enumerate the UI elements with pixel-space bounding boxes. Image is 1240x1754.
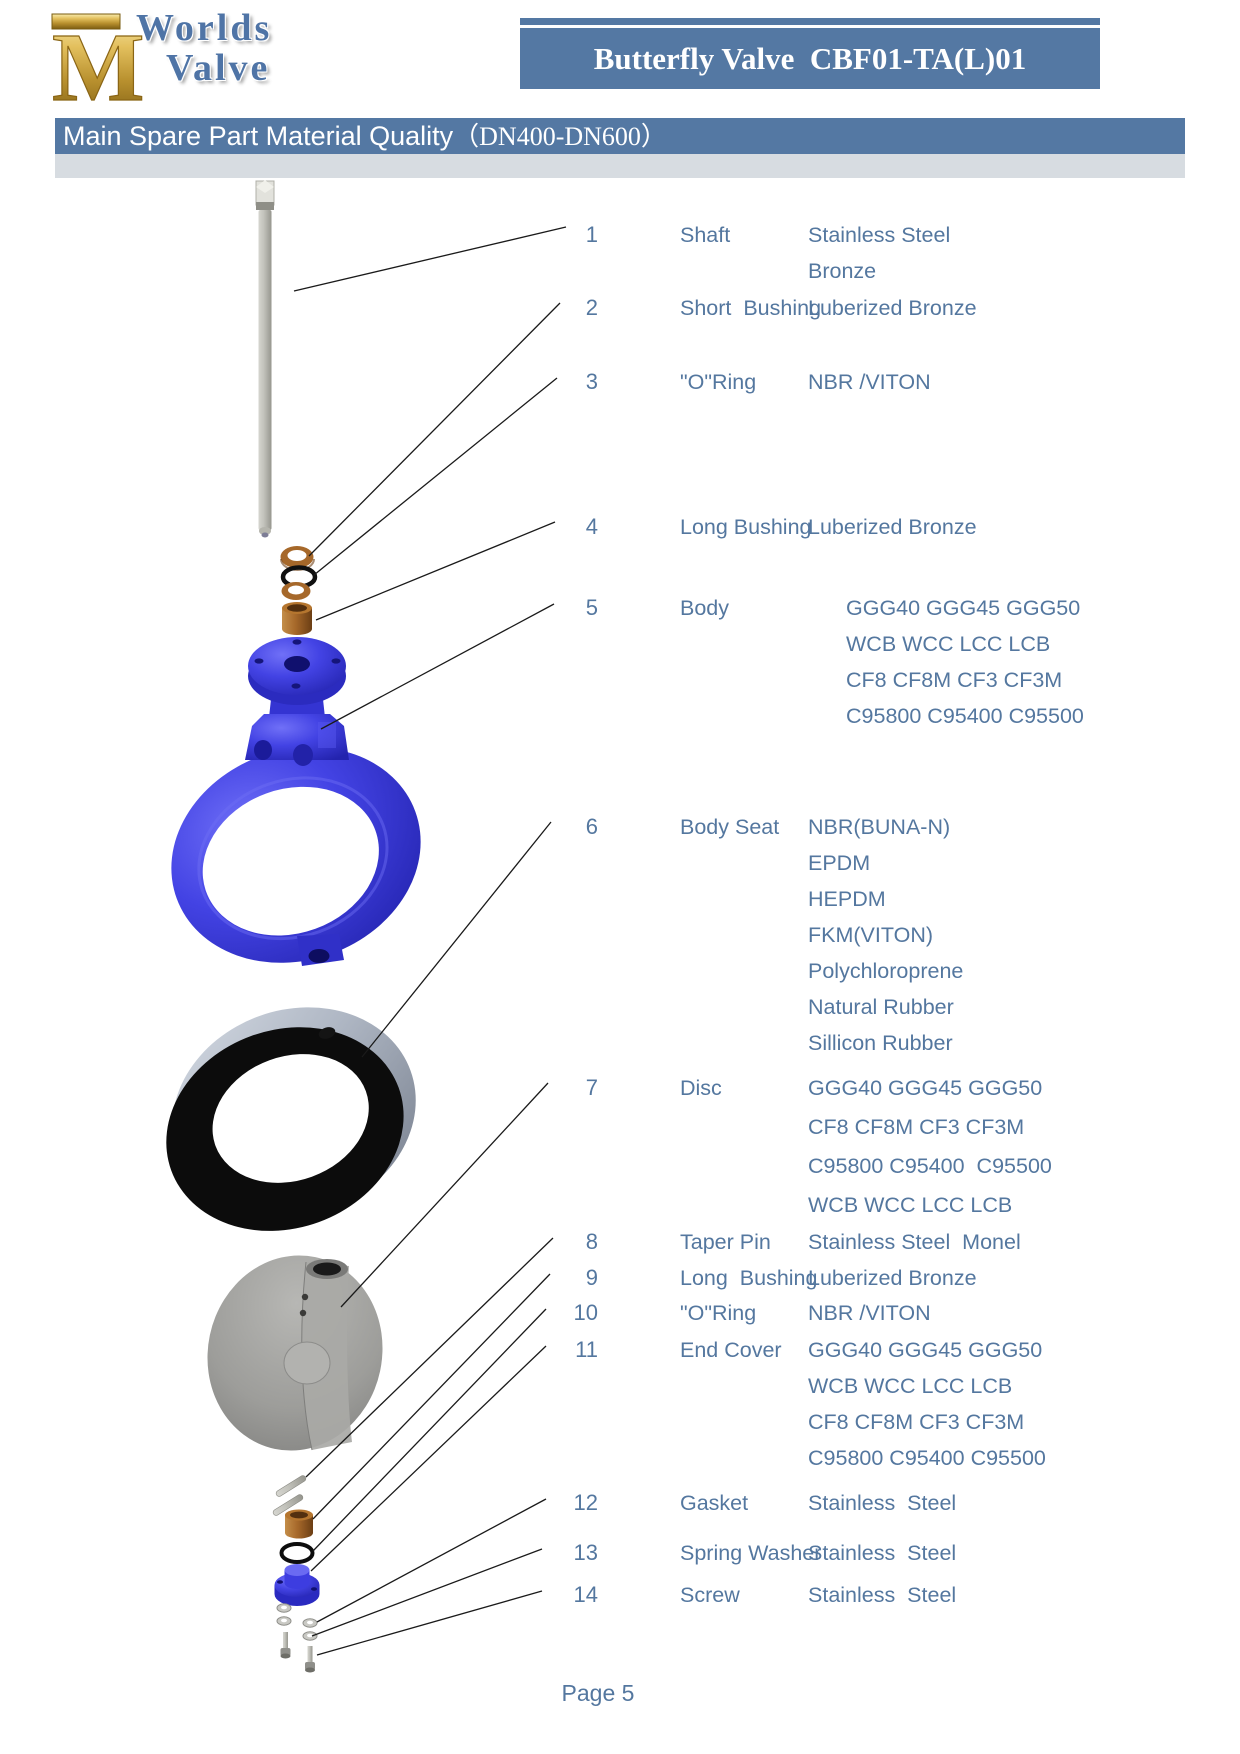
part-materials-9: Luberized Bronze (808, 1266, 977, 1290)
product-title-box: Butterfly Valve CBF01-TA(L)01 (520, 28, 1100, 89)
leader-line-5 (320, 603, 555, 730)
part-number-12: 12 (573, 1490, 598, 1515)
part-materials-2: Luberized Bronze (808, 296, 977, 320)
part-name-11: End Cover (680, 1338, 782, 1362)
section-title-bar: Main Spare Part Material Quality（DN400-D… (55, 118, 1185, 154)
short-bushing-ring (280, 546, 315, 571)
page-number: Page 5 (561, 1680, 635, 1706)
part-number-2: 2 (585, 295, 598, 320)
part-name-9: Long Bushing (680, 1266, 818, 1290)
svg-text:M: M (52, 14, 145, 106)
part-number-6: 6 (585, 814, 598, 839)
part-name-2: Short Bushing (680, 296, 822, 320)
part-number-7: 7 (585, 1075, 598, 1100)
part-number-4: 4 (585, 514, 598, 539)
part-name-4: Long Bushing (680, 515, 812, 539)
shaft (255, 180, 275, 538)
o-ring-lower (279, 1542, 315, 1564)
logo-words: Worlds Valve (136, 8, 272, 88)
part-number-1: 1 (585, 222, 598, 247)
part-name-8: Taper Pin (680, 1230, 771, 1254)
short-bushing-ring-2 (281, 582, 311, 600)
leader-line-11 (310, 1345, 547, 1572)
section-title-text: Main Spare Part Material Quality (63, 121, 454, 151)
logo-word-1: Worlds (136, 7, 273, 49)
part-materials-14: Stainless Steel (808, 1583, 957, 1607)
part-number-9: 9 (585, 1265, 598, 1290)
part-name-6: Body Seat (680, 815, 780, 839)
part-number-10: 10 (573, 1300, 598, 1325)
long-bushing-upper (282, 602, 312, 635)
part-number-11: 11 (575, 1337, 598, 1362)
leader-line-6 (361, 821, 552, 1058)
part-number-5: 5 (585, 595, 598, 620)
leader-line-7 (340, 1082, 549, 1308)
part-name-3: "O"Ring (680, 370, 757, 394)
part-materials-12: Stainless Steel (808, 1491, 957, 1515)
end-cover (274, 1564, 320, 1607)
disc (207, 1255, 383, 1451)
part-name-14: Screw (680, 1583, 740, 1607)
product-title: Butterfly Valve CBF01-TA(L)01 (593, 40, 1027, 76)
leader-line-2 (308, 302, 561, 557)
leader-line-12 (316, 1498, 547, 1623)
leader-line-14 (316, 1590, 543, 1656)
gasket-washers (276, 1603, 318, 1628)
product-header-topbar (520, 18, 1100, 25)
leader-line-13 (311, 1548, 543, 1637)
leader-line-10 (312, 1308, 547, 1552)
taper-pins (272, 1475, 307, 1516)
valve-body (171, 637, 421, 966)
part-materials-13: Stainless Steel (808, 1541, 957, 1565)
part-number-8: 8 (585, 1229, 598, 1254)
body-seat (166, 1007, 416, 1231)
part-name-1: Shaft (680, 223, 731, 247)
section-size-range: （DN400-DN600） (453, 122, 667, 151)
spring-washers (276, 1616, 318, 1641)
part-name-10: "O"Ring (680, 1301, 757, 1325)
leader-line-4 (315, 521, 556, 621)
part-name-12: Gasket (680, 1491, 749, 1515)
logo-monogram-icon: M (51, 13, 145, 106)
leader-line-9 (312, 1273, 551, 1520)
part-number-3: 3 (585, 369, 598, 394)
leader-lines (293, 226, 567, 1656)
screws (280, 1632, 315, 1673)
section-bar-shadow (55, 154, 1185, 178)
part-materials-3: NBR /VITON (808, 370, 931, 394)
leader-line-3 (313, 377, 558, 576)
leader-line-1 (293, 226, 567, 292)
part-materials-4: Luberized Bronze (808, 515, 977, 539)
long-bushing-lower (285, 1509, 313, 1539)
company-logo: M Worlds Valve (50, 4, 370, 106)
part-materials-8: Stainless Steel Monel (808, 1230, 1021, 1254)
part-number-14: 14 (573, 1582, 598, 1607)
part-name-13: Spring Washer (680, 1541, 822, 1565)
logo-word-2: Valve (166, 47, 271, 89)
leader-line-8 (305, 1237, 554, 1478)
part-name-7: Disc (680, 1076, 722, 1100)
part-materials-10: NBR /VITON (808, 1301, 931, 1325)
part-number-13: 13 (573, 1540, 598, 1565)
part-name-5: Body (680, 596, 730, 620)
